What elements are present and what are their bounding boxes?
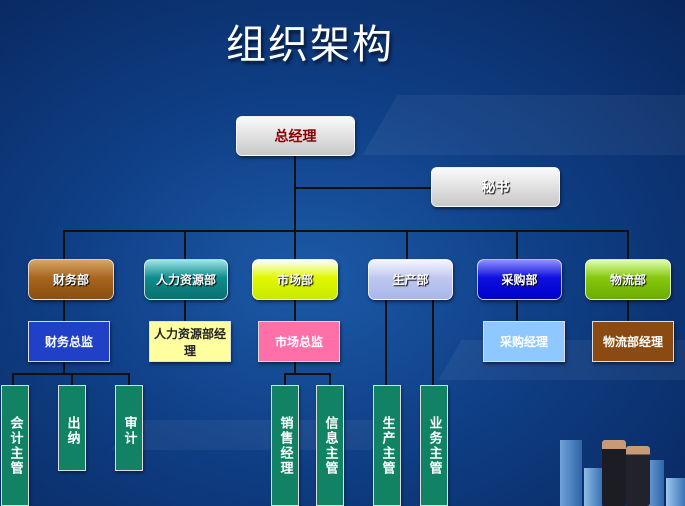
connector xyxy=(63,230,65,259)
dept-purchasing: 采购部 xyxy=(477,259,562,300)
finance-director: 财务总监 xyxy=(28,321,110,362)
dept-logistics: 物流部 xyxy=(585,259,671,300)
connector xyxy=(184,230,186,259)
dept-production: 生产部 xyxy=(368,259,453,300)
secretary-box: 秘书 xyxy=(431,167,560,207)
connector xyxy=(12,373,14,385)
connector xyxy=(627,230,629,259)
connector xyxy=(63,300,65,321)
background-stripe xyxy=(111,420,389,450)
staff-production-supervisor: 生产主管 xyxy=(373,385,401,506)
staff-accounting-supervisor: 会计主管 xyxy=(1,385,29,506)
connector xyxy=(294,230,296,259)
connector xyxy=(71,373,73,385)
connector xyxy=(385,300,387,385)
staff-audit: 审计 xyxy=(115,385,143,471)
building-illustration xyxy=(666,478,685,506)
connector xyxy=(406,230,408,259)
connector xyxy=(294,187,431,189)
purchasing-manager: 采购经理 xyxy=(483,321,565,362)
connector xyxy=(432,300,434,385)
businessman-illustration xyxy=(626,446,650,506)
building-illustration xyxy=(560,440,582,506)
building-illustration xyxy=(584,468,602,506)
connector xyxy=(294,362,296,374)
connector xyxy=(516,230,518,259)
connector xyxy=(284,373,286,385)
connector xyxy=(627,300,629,321)
staff-cashier: 出纳 xyxy=(58,385,86,471)
connector xyxy=(294,156,296,231)
businessman-illustration xyxy=(602,440,626,506)
hr-manager: 人力资源部经理 xyxy=(149,321,231,362)
connector xyxy=(294,300,296,321)
page-title: 组织架构 xyxy=(226,22,394,68)
connector xyxy=(184,300,186,321)
dept-hr: 人力资源部 xyxy=(144,259,228,300)
staff-info-supervisor: 信息主管 xyxy=(316,385,344,506)
staff-business-supervisor: 业务主管 xyxy=(420,385,448,506)
market-director: 市场总监 xyxy=(258,321,340,362)
dept-market: 市场部 xyxy=(252,259,338,300)
general-manager-box: 总经理 xyxy=(236,116,355,156)
dept-finance: 财务部 xyxy=(28,259,114,300)
connector xyxy=(63,362,65,374)
connector xyxy=(128,373,130,385)
connector xyxy=(63,230,628,232)
connector xyxy=(329,373,331,385)
connector xyxy=(284,373,331,375)
background-stripe xyxy=(362,95,685,155)
logistics-manager: 物流部经理 xyxy=(592,321,674,362)
connector xyxy=(516,300,518,321)
staff-sales-manager: 销售经理 xyxy=(271,385,299,506)
